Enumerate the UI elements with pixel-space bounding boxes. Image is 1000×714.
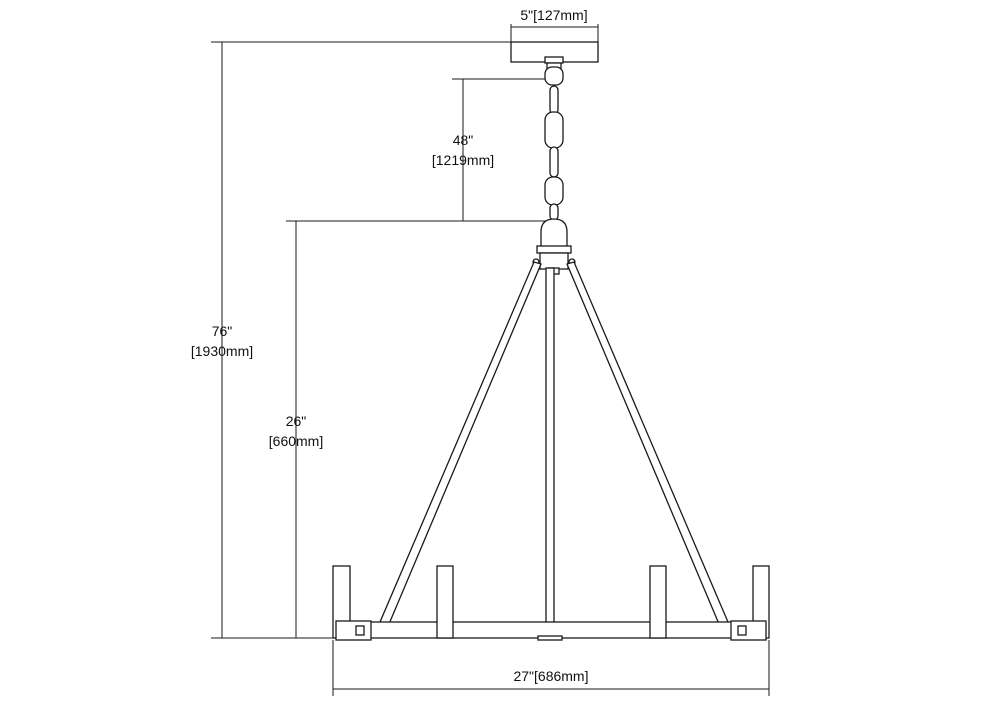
- chain-length-inches: 48": [453, 132, 474, 148]
- chain: [544, 66, 564, 221]
- overall-height-dimension: 76" [1930mm]: [191, 41, 511, 639]
- fixture-height-inches: 26": [286, 413, 307, 429]
- chain-length-dimension: 48" [1219mm]: [432, 78, 548, 221]
- candle-sleeves: [332, 565, 770, 639]
- fixture-height-mm: [660mm]: [269, 433, 323, 449]
- canopy-width-dimension: 5"[127mm]: [510, 7, 599, 42]
- base-ring: [347, 621, 755, 641]
- fixture-width-label: 27"[686mm]: [513, 668, 588, 684]
- canopy: [510, 41, 599, 70]
- canopy-width-label: 5"[127mm]: [520, 7, 587, 23]
- fixture-width-dimension: 27"[686mm]: [332, 640, 770, 696]
- chain-length-mm: [1219mm]: [432, 152, 494, 168]
- overall-height-inches: 76": [212, 323, 233, 339]
- end-caps: [335, 620, 767, 641]
- fixture-height-dimension: 26" [660mm]: [269, 220, 548, 638]
- overall-height-mm: [1930mm]: [191, 343, 253, 359]
- arms: [379, 261, 729, 625]
